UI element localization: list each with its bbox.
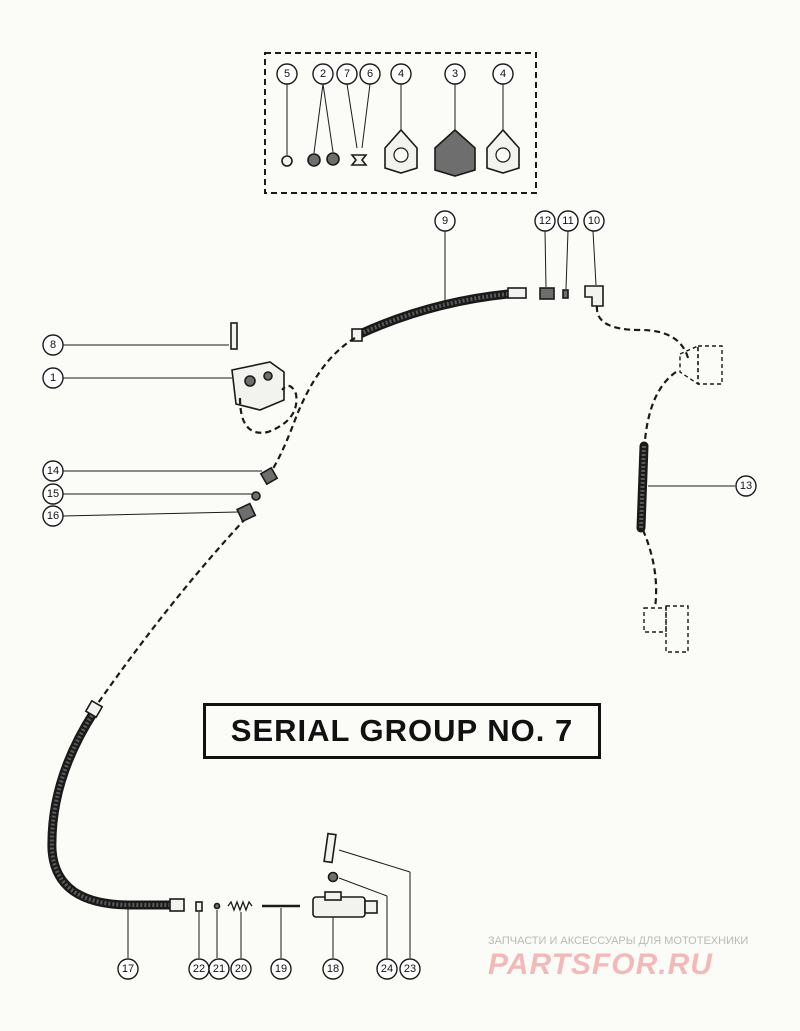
callout-1: 1 bbox=[42, 367, 64, 389]
fuel-hose-icon bbox=[636, 441, 649, 533]
check-valve-icon bbox=[312, 891, 378, 918]
callout-4b: 4 bbox=[492, 63, 514, 85]
fitting-icon bbox=[539, 287, 555, 300]
callout-23: 23 bbox=[399, 958, 421, 980]
serial-group-title-text: SERIAL GROUP NO. 7 bbox=[230, 713, 574, 748]
fitting-icon bbox=[259, 466, 279, 486]
fuel-hose-icon bbox=[351, 287, 527, 342]
retainer-icon bbox=[350, 154, 368, 166]
callout-9: 9 bbox=[434, 210, 456, 232]
kit-parts bbox=[281, 128, 520, 177]
callout-label: 16 bbox=[47, 510, 59, 522]
callout-14: 14 bbox=[42, 460, 64, 482]
callout-label: 13 bbox=[740, 480, 752, 492]
callout-label: 6 bbox=[367, 68, 373, 80]
washer-icon bbox=[327, 871, 339, 883]
ghost-connector bbox=[643, 344, 723, 653]
callout-18: 18 bbox=[322, 958, 344, 980]
callout-2: 2 bbox=[312, 63, 334, 85]
callout-7: 7 bbox=[336, 63, 358, 85]
callout-12: 12 bbox=[534, 210, 556, 232]
callout-label: 9 bbox=[442, 215, 448, 227]
callout-label: 23 bbox=[404, 963, 416, 975]
bolt-icon bbox=[230, 322, 238, 350]
callout-8: 8 bbox=[42, 334, 64, 356]
callout-3: 3 bbox=[444, 63, 466, 85]
nut-icon bbox=[236, 502, 257, 523]
callout-label: 17 bbox=[122, 963, 134, 975]
spring-icon bbox=[227, 900, 253, 912]
callout-4a: 4 bbox=[390, 63, 412, 85]
callout-label: 24 bbox=[381, 963, 393, 975]
callout-label: 1 bbox=[50, 372, 56, 384]
callout-label: 21 bbox=[213, 963, 225, 975]
callout-13: 13 bbox=[735, 475, 757, 497]
callout-19: 19 bbox=[270, 958, 292, 980]
callout-label: 7 bbox=[344, 68, 350, 80]
callout-24: 24 bbox=[376, 958, 398, 980]
screw-icon bbox=[323, 832, 337, 864]
callout-label: 22 bbox=[193, 963, 205, 975]
callout-label: 5 bbox=[284, 68, 290, 80]
callout-label: 11 bbox=[562, 215, 573, 227]
callout-10: 10 bbox=[583, 210, 605, 232]
callout-6: 6 bbox=[359, 63, 381, 85]
callout-label: 18 bbox=[327, 963, 339, 975]
callout-label: 2 bbox=[320, 68, 326, 80]
callout-label: 8 bbox=[50, 339, 56, 351]
callout-label: 20 bbox=[235, 963, 247, 975]
repair-kit-box bbox=[264, 52, 537, 194]
check-valve-icon bbox=[326, 152, 340, 166]
watermark-tagline: ЗАПЧАСТИ И АКСЕССУАРЫ ДЛЯ МОТОТЕХНИКИ bbox=[488, 935, 749, 947]
clip-icon bbox=[562, 289, 569, 299]
check-valve-icon bbox=[307, 153, 321, 167]
callout-11: 11 bbox=[557, 210, 579, 232]
ball-icon bbox=[213, 902, 221, 910]
callout-20: 20 bbox=[230, 958, 252, 980]
callout-16: 16 bbox=[42, 505, 64, 527]
diaphragm-icon bbox=[434, 128, 476, 177]
callout-15: 15 bbox=[42, 483, 64, 505]
callout-label: 15 bbox=[47, 488, 59, 500]
callout-label: 10 bbox=[588, 215, 600, 227]
callout-label: 19 bbox=[275, 963, 287, 975]
callout-label: 12 bbox=[539, 215, 551, 227]
callout-22: 22 bbox=[188, 958, 210, 980]
o-ring-icon bbox=[281, 155, 293, 167]
serial-group-title: SERIAL GROUP NO. 7 bbox=[203, 703, 601, 759]
callout-label: 4 bbox=[398, 68, 404, 80]
watermark-logo: PARTSFOR.RU bbox=[488, 948, 713, 981]
elbow-fitting-icon bbox=[584, 285, 604, 307]
callout-label: 3 bbox=[452, 68, 458, 80]
callout-21: 21 bbox=[208, 958, 230, 980]
callout-17: 17 bbox=[117, 958, 139, 980]
callout-label: 4 bbox=[500, 68, 506, 80]
callout-5: 5 bbox=[276, 63, 298, 85]
callout-label: 14 bbox=[47, 465, 59, 477]
seal-icon bbox=[195, 901, 203, 912]
fuel-hose-icon bbox=[47, 699, 185, 912]
washer-icon bbox=[251, 491, 261, 501]
fuel-pump-icon bbox=[231, 361, 285, 411]
